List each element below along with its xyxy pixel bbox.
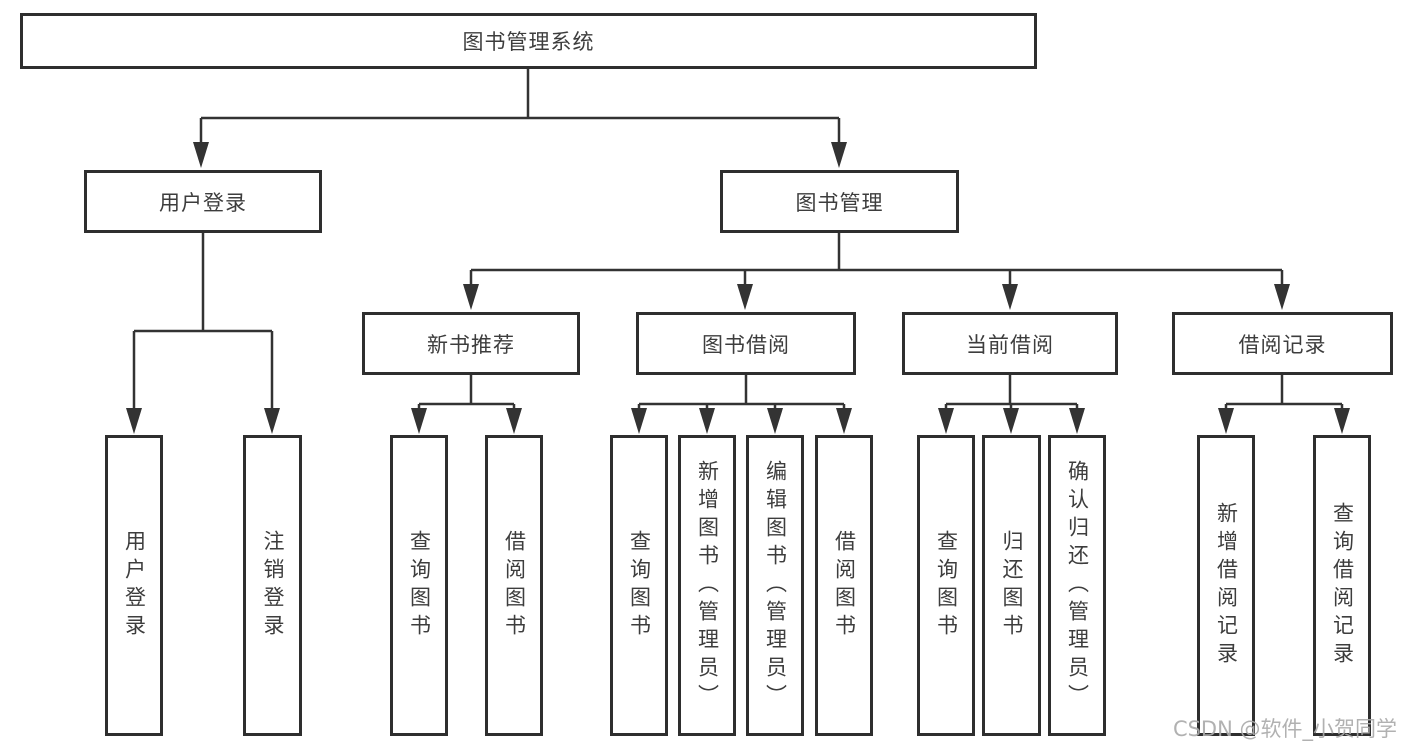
leaf-add-borrow-record: 新增借阅记录 bbox=[1197, 435, 1255, 736]
node-library-system: 图书管理系统 bbox=[20, 13, 1037, 69]
leaf-query-books-borrow: 查询图书 bbox=[610, 435, 668, 736]
node-new-book-recommend: 新书推荐 bbox=[362, 312, 580, 375]
leaf-add-books-admin: 新增图书（管理员） bbox=[678, 435, 736, 736]
leaf-confirm-return-admin: 确认归还（管理员） bbox=[1048, 435, 1106, 736]
node-borrow-records: 借阅记录 bbox=[1172, 312, 1393, 375]
leaf-borrow-books: 借阅图书 bbox=[815, 435, 873, 736]
node-book-management: 图书管理 bbox=[720, 170, 959, 233]
leaf-borrow-books-recommend: 借阅图书 bbox=[485, 435, 543, 736]
leaf-query-books-current: 查询图书 bbox=[917, 435, 975, 736]
leaf-user-login: 用户登录 bbox=[105, 435, 163, 736]
csdn-watermark: CSDN @软件_小贺同学 bbox=[1172, 717, 1397, 741]
leaf-return-books: 归还图书 bbox=[982, 435, 1041, 736]
node-user-login: 用户登录 bbox=[84, 170, 322, 233]
node-book-borrow: 图书借阅 bbox=[636, 312, 856, 375]
leaf-edit-books-admin: 编辑图书（管理员） bbox=[746, 435, 804, 736]
leaf-query-books-recommend: 查询图书 bbox=[390, 435, 448, 736]
leaf-query-borrow-record: 查询借阅记录 bbox=[1313, 435, 1371, 736]
node-current-borrow: 当前借阅 bbox=[902, 312, 1118, 375]
leaf-logout: 注销登录 bbox=[243, 435, 302, 736]
